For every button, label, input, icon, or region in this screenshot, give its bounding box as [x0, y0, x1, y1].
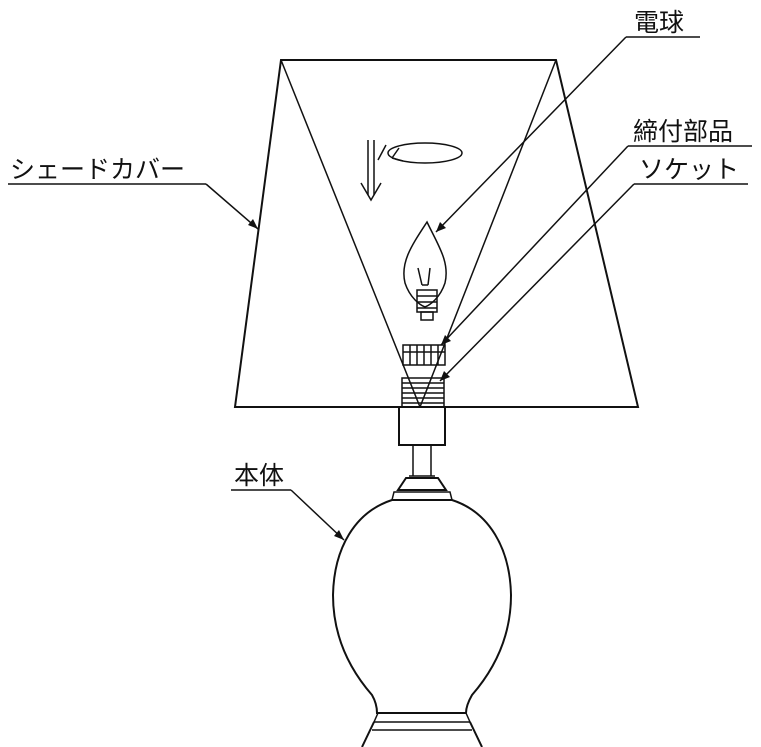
shade-cover — [233, 59, 640, 408]
label-socket: ソケット — [639, 155, 739, 184]
lamp-body — [331, 477, 513, 747]
label-body: 本体 — [234, 461, 284, 490]
down-arrow-icon — [360, 140, 382, 202]
label-bulb: 電球 — [634, 8, 684, 37]
fastener-ring — [402, 344, 446, 366]
lamp-neck — [398, 406, 446, 477]
bulb — [403, 220, 447, 321]
label-shade-cover: シェードカバー — [10, 155, 185, 184]
label-fastener: 締付部品 — [633, 117, 733, 146]
leader-lines — [8, 36, 752, 541]
rotation-arrow-icon — [377, 142, 463, 164]
socket — [401, 377, 445, 408]
